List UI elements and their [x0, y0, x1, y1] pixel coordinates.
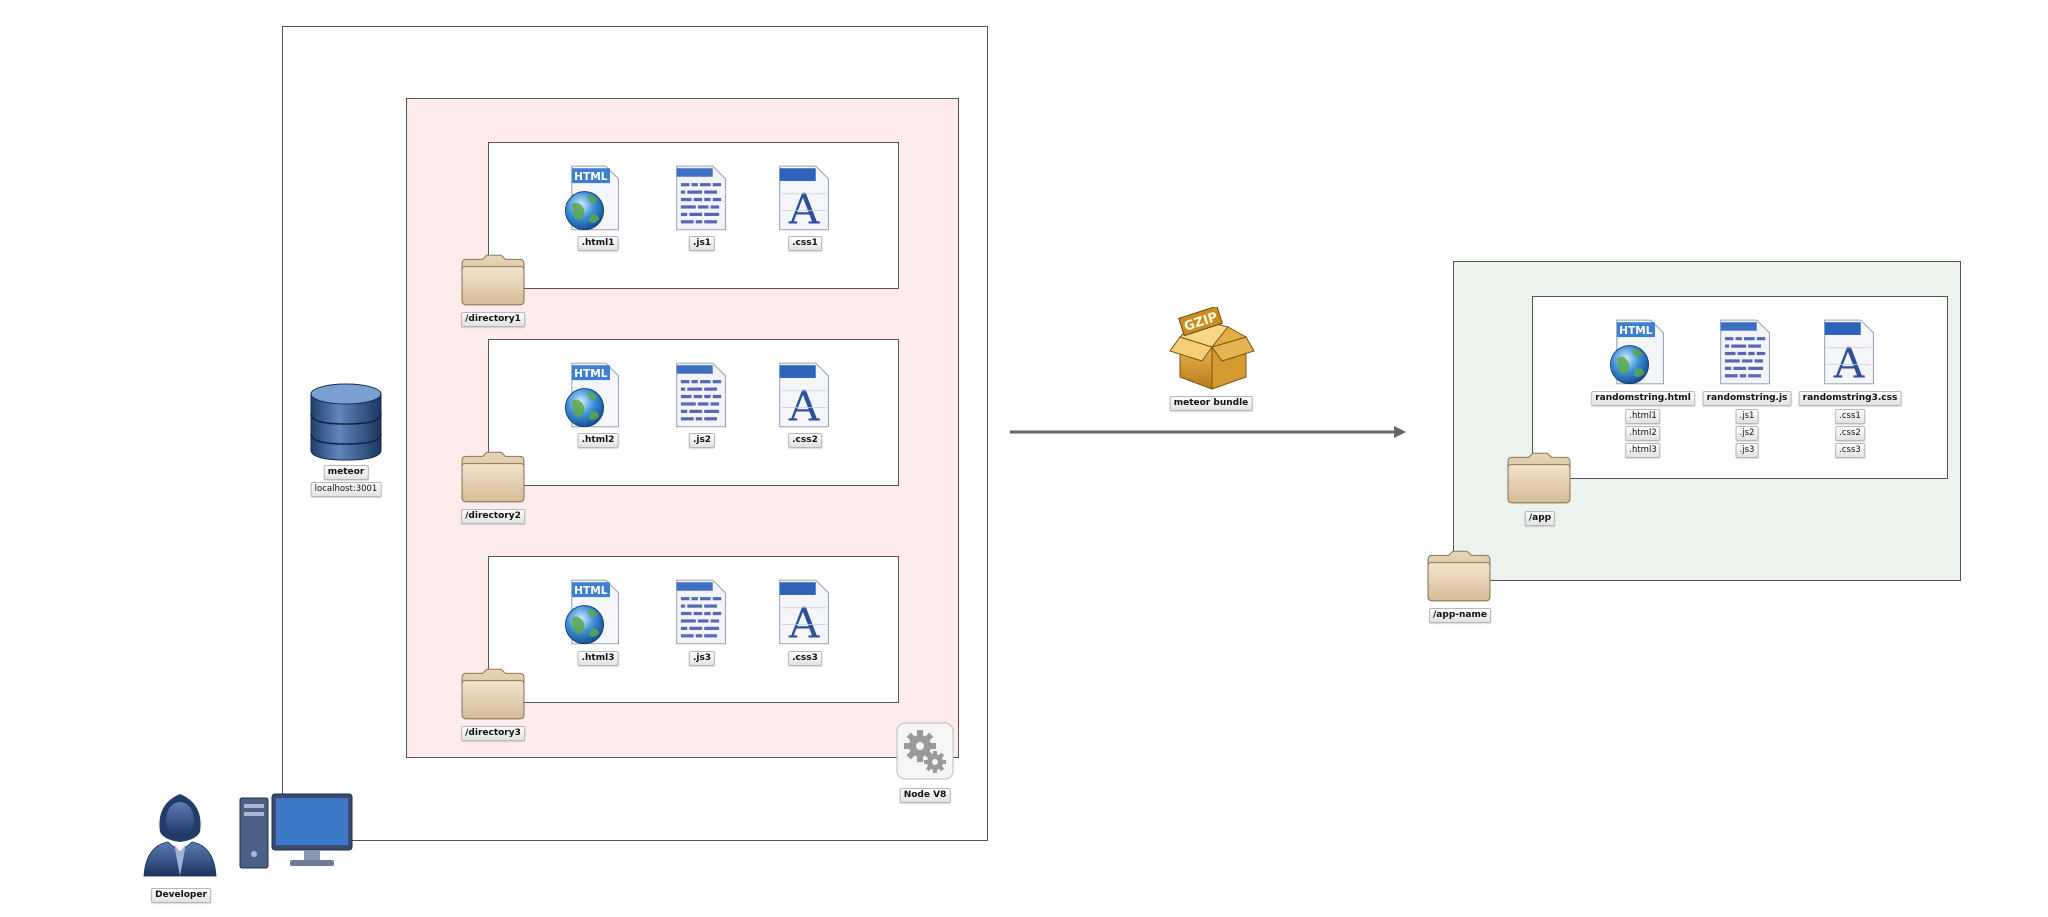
runtime-label: Node V8 [899, 788, 951, 803]
database-name-label: meteor [323, 465, 369, 480]
js-file-icon [1714, 318, 1774, 388]
bundle-label: meteor bundle [1169, 396, 1253, 411]
css-file-icon [773, 578, 833, 648]
app-name-folder-label: /app-name [1429, 608, 1491, 623]
target-file-html: randomstring.html [1591, 391, 1695, 406]
app-folder-label: /app [1524, 511, 1556, 526]
file-label-html2: .html2 [577, 433, 619, 448]
target-source-html1: .html1 [1625, 409, 1661, 424]
file-label-css2: .css2 [788, 433, 822, 448]
target-source-html3: .html3 [1625, 443, 1661, 458]
html-file-icon [561, 164, 625, 234]
target-source-js3: .js3 [1735, 443, 1759, 458]
file-label-js3: .js3 [688, 651, 716, 666]
target-file-js: randomstring.js [1702, 391, 1792, 406]
folder-icon [1426, 549, 1492, 603]
target-file-css: randomstring3.css [1798, 391, 1902, 406]
html-file-icon [561, 361, 625, 431]
developer-icon [143, 794, 217, 877]
folder-icon [460, 450, 526, 504]
html-file-icon [1606, 318, 1670, 388]
target-source-css3: .css3 [1835, 443, 1865, 458]
file-label-html3: .html3 [577, 651, 619, 666]
target-source-css1: .css1 [1835, 409, 1865, 424]
target-source-html2: .html2 [1625, 426, 1661, 441]
js-file-icon [670, 164, 730, 234]
target-source-css2: .css2 [1835, 426, 1865, 441]
js-file-icon [670, 578, 730, 648]
file-label-js2: .js2 [688, 433, 716, 448]
developer-label: Developer [151, 888, 211, 903]
file-label-html1: .html1 [577, 236, 619, 251]
developer-machine-frame [282, 26, 988, 841]
file-label-css1: .css1 [788, 236, 822, 251]
css-file-icon [773, 361, 833, 431]
directory-label-1: /directory1 [461, 312, 525, 327]
deploy-arrow [1010, 426, 1406, 438]
database-icon [310, 383, 382, 461]
folder-icon [460, 667, 526, 721]
database-address-label: localhost:3001 [310, 482, 382, 497]
file-label-js1: .js1 [688, 236, 716, 251]
js-file-icon [670, 361, 730, 431]
directory-label-3: /directory3 [461, 726, 525, 741]
folder-icon [460, 253, 526, 307]
folder-icon [1506, 451, 1572, 505]
target-source-js2: .js2 [1735, 426, 1759, 441]
html-file-icon [561, 578, 625, 648]
gzip-box-icon: GZIP [1169, 307, 1255, 390]
css-file-icon [773, 164, 833, 234]
css-file-icon [1818, 318, 1878, 388]
file-label-css3: .css3 [788, 651, 822, 666]
computer-icon [239, 793, 353, 869]
gear-icon [896, 722, 954, 780]
directory-label-2: /directory2 [461, 509, 525, 524]
target-source-js1: .js1 [1735, 409, 1759, 424]
